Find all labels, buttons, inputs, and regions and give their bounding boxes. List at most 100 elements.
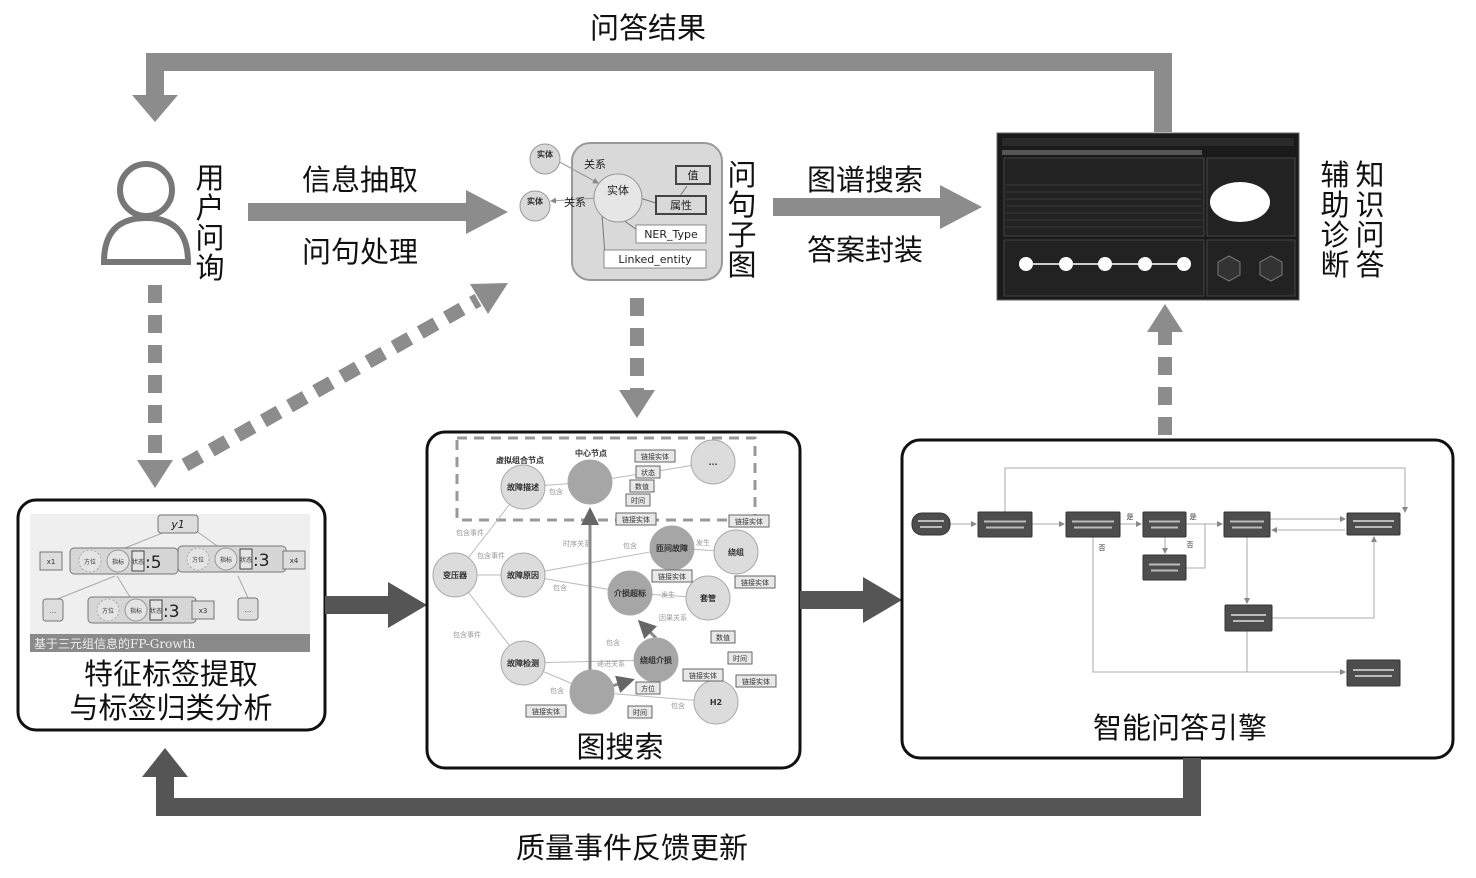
graph-tag: 链接实体 xyxy=(651,569,693,583)
svg-text:链接实体: 链接实体 xyxy=(742,677,770,686)
feature-panel-title-1: 特征标签提取 xyxy=(84,657,258,691)
graph-node: 故障检测 xyxy=(500,640,546,686)
graph-node: 匝间故障 xyxy=(649,525,695,571)
svg-text:问: 问 xyxy=(727,158,756,192)
graph-node xyxy=(567,459,613,505)
graph-edge-label: 发生 xyxy=(696,538,710,547)
graph-node: 绕组介损 xyxy=(633,637,679,683)
callout-bubble xyxy=(1210,182,1270,222)
graph-node: H2 xyxy=(693,679,739,725)
svg-text:绕组: 绕组 xyxy=(728,547,744,557)
svg-text:否: 否 xyxy=(1187,541,1194,549)
graph-node: 故障原因 xyxy=(500,552,546,598)
svg-text:...: ... xyxy=(708,458,717,467)
svg-text:是: 是 xyxy=(1127,513,1134,521)
svg-text:y1: y1 xyxy=(170,518,185,531)
causal-edge xyxy=(637,619,658,640)
feedback-label: 质量事件反馈更新 xyxy=(516,831,748,865)
svg-text:故障原因: 故障原因 xyxy=(507,570,539,580)
progressive-edge xyxy=(611,675,635,693)
graph-search-panel: 变压器故障描述故障原因故障检测...匝间故障绕组介损超标套管绕组介损H2 链接实… xyxy=(425,430,802,770)
svg-text:故障描述: 故障描述 xyxy=(507,482,539,492)
graph-tag: 链接实体 xyxy=(615,512,657,526)
dashed-arrow-heads xyxy=(137,283,1183,488)
graph-edge-label: 因果关系 xyxy=(659,613,687,622)
fp-item-group: 方位指标状态:3 xyxy=(177,545,287,573)
center-node-label: 中心节点 xyxy=(575,448,607,458)
svg-text:识: 识 xyxy=(1355,188,1384,222)
graph-edge-label: 包含 xyxy=(606,638,620,647)
svg-text:状态: 状态 xyxy=(240,556,252,564)
entity-node xyxy=(593,173,643,223)
svg-text:实体: 实体 xyxy=(607,183,629,197)
svg-text:绕组介损: 绕组介损 xyxy=(640,655,672,665)
svg-text:故障检测: 故障检测 xyxy=(507,658,539,668)
svg-text:套管: 套管 xyxy=(699,593,716,603)
svg-text:方位: 方位 xyxy=(84,558,96,566)
svg-text:知: 知 xyxy=(1355,158,1384,192)
svg-text:户: 户 xyxy=(195,191,224,225)
graph-tag: 链接实体 xyxy=(734,575,776,589)
dashed-arrows xyxy=(148,285,1172,472)
graph-tag: 方位 xyxy=(635,681,661,695)
svg-text:问: 问 xyxy=(195,221,224,255)
graph-edge-label: 包含 xyxy=(550,686,564,695)
extract-arrow xyxy=(248,190,508,234)
svg-text:方位: 方位 xyxy=(102,607,114,615)
flow-step-box xyxy=(1142,511,1187,538)
qa-engine-panel-title: 智能问答引擎 xyxy=(1093,711,1267,745)
aux-diag-label: 辅 助 诊 断 xyxy=(1320,158,1349,282)
outer-entity-node xyxy=(519,190,551,222)
svg-text::5: :5 xyxy=(145,553,162,573)
flow-step-box xyxy=(1142,554,1187,581)
graph-edge-label: 包含 xyxy=(553,583,567,592)
info-extract-label: 信息抽取 xyxy=(302,163,418,197)
svg-text:实体: 实体 xyxy=(537,149,554,159)
svg-text:句: 句 xyxy=(727,188,756,222)
graph-edge-label: 包含事件 xyxy=(477,551,505,560)
graph-tag: 状态 xyxy=(635,465,661,479)
svg-text:H2: H2 xyxy=(710,698,722,707)
graph-edge-label: 包含事件 xyxy=(456,528,484,537)
svg-text:状态: 状态 xyxy=(641,468,655,477)
svg-text:x1: x1 xyxy=(47,558,56,566)
svg-text:断: 断 xyxy=(1320,248,1349,282)
qa-result-arrow xyxy=(132,53,1172,132)
graph-node xyxy=(569,669,615,715)
svg-text:诊: 诊 xyxy=(1320,218,1349,252)
graph-tag: 数值 xyxy=(629,479,655,493)
user-icon xyxy=(100,161,192,265)
qa-result-label: 问答结果 xyxy=(590,11,706,45)
kqa-label: 知 识 问 答 xyxy=(1355,158,1384,282)
graph-tag: 链接实体 xyxy=(525,704,567,718)
question-subgraph-label: 问 句 子 图 xyxy=(727,158,756,282)
svg-text:状态: 状态 xyxy=(150,607,162,615)
svg-text:是: 是 xyxy=(1190,513,1197,521)
fp-growth-caption: 基于三元组信息的FP-Growth xyxy=(34,636,195,651)
graph-node: 故障描述 xyxy=(500,464,546,510)
svg-text:图: 图 xyxy=(727,248,756,282)
svg-text:值: 值 xyxy=(688,169,699,182)
svg-text:链接实体: 链接实体 xyxy=(741,578,769,587)
svg-text:链接实体: 链接实体 xyxy=(735,517,763,526)
svg-text:链接实体: 链接实体 xyxy=(641,452,669,461)
graph-edge-label: 包含 xyxy=(623,541,637,550)
svg-text:方位: 方位 xyxy=(641,684,655,693)
graph-node: 套管 xyxy=(685,575,731,621)
svg-text:链接实体: 链接实体 xyxy=(622,515,650,524)
flow-step-box xyxy=(977,511,1033,538)
search-to-engine-arrow xyxy=(800,577,902,623)
svg-text:实体: 实体 xyxy=(527,196,544,206)
svg-text:询: 询 xyxy=(195,251,224,285)
svg-text:关系: 关系 xyxy=(584,157,606,171)
graph-tag: 链接实体 xyxy=(682,668,724,682)
svg-text:NER_Type: NER_Type xyxy=(644,228,698,241)
svg-text:时间: 时间 xyxy=(631,496,645,505)
graph-tag: 链接实体 xyxy=(634,449,676,463)
graph-edge-label: 发生 xyxy=(661,590,675,599)
flow-step-box xyxy=(1224,604,1273,632)
graph-node: ... xyxy=(690,439,736,485)
svg-text:问: 问 xyxy=(1355,218,1384,252)
